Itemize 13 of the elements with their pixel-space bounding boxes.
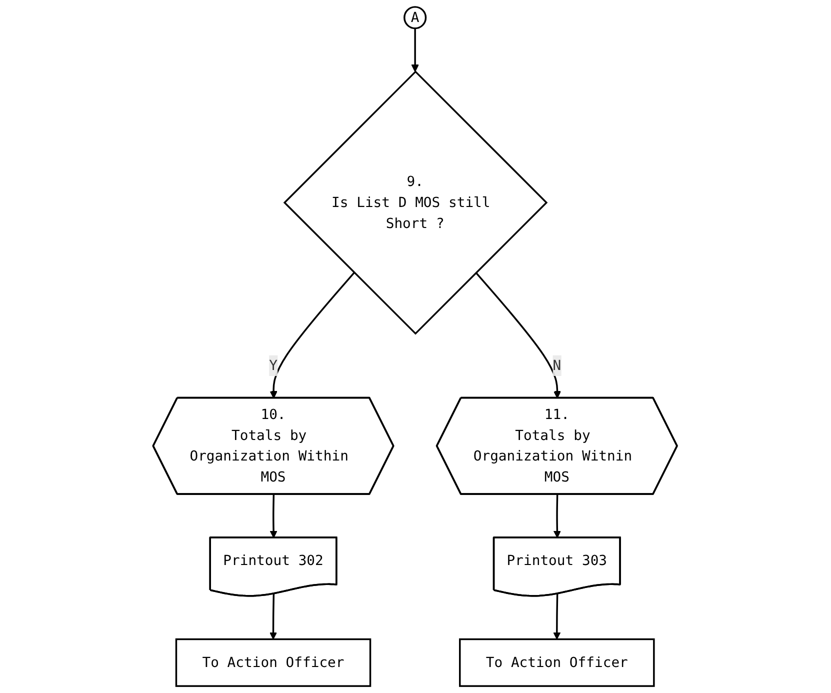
arrow: [270, 594, 278, 640]
edge-label: Y: [270, 356, 278, 374]
node-circle: A: [404, 6, 428, 30]
arrow: [270, 494, 278, 538]
arrow: [270, 272, 356, 398]
edge-label: N: [553, 356, 562, 374]
node-diamond: 9. Is List D MOS still Short ?: [284, 70, 548, 335]
arrow: [412, 28, 420, 72]
arrow: [476, 272, 562, 398]
node-box: To Action Officer: [176, 638, 372, 687]
arrow: [554, 594, 562, 640]
node-box: To Action Officer: [459, 638, 656, 687]
arrow: [554, 494, 562, 538]
